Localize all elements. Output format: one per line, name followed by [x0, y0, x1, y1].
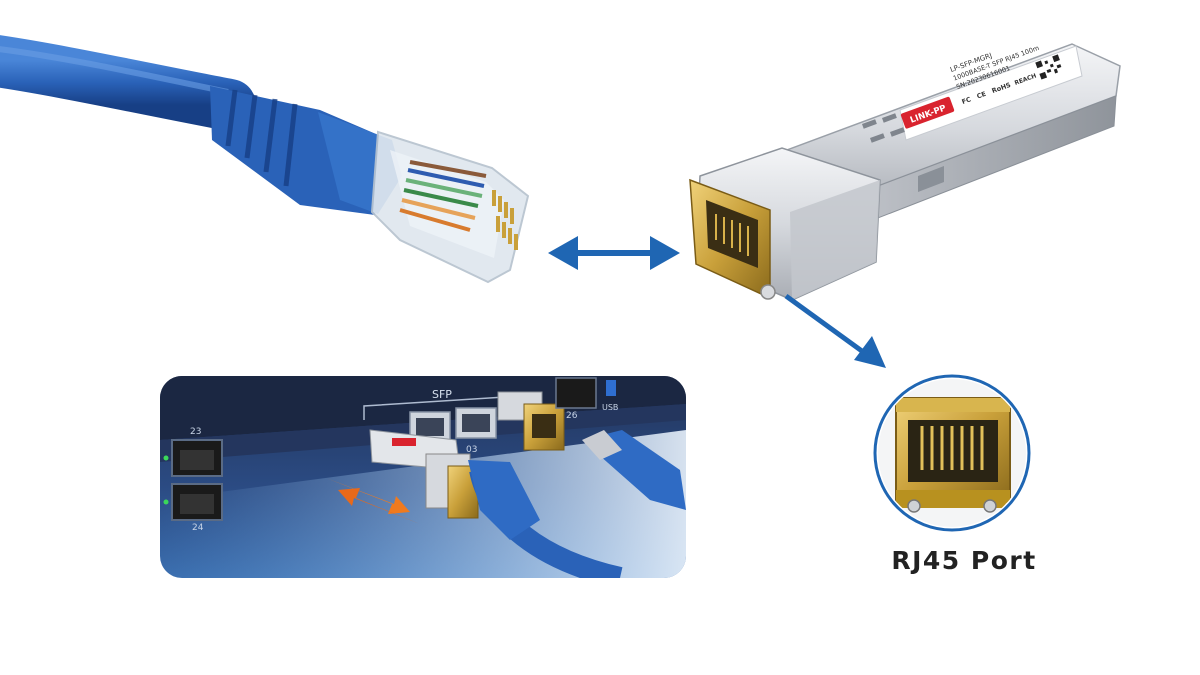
cert-fc: FC	[961, 95, 973, 106]
bidirectional-arrow-icon	[548, 236, 680, 270]
switch-panel-inset: 23 24 SFP 03 26 USB	[160, 376, 686, 578]
qr-code-icon	[1034, 53, 1066, 81]
rj45-port-callout	[873, 374, 1031, 532]
rj45-port-label: RJ45 Port	[891, 546, 1037, 575]
port-23-label: 23	[190, 427, 201, 437]
sfp-rj45-module: LINK-PP LP-SFP-MGRJ 1000BASE-T SFP RJ45 …	[689, 43, 1121, 301]
port-03-label: 03	[466, 445, 477, 455]
pointer-arrow-icon	[784, 293, 886, 368]
sfp-bay-label: SFP	[432, 388, 452, 401]
port-24-label: 24	[192, 523, 204, 533]
ethernet-cable	[0, 35, 530, 284]
cert-ce: CE	[976, 90, 987, 101]
insert-direction-arrow-icon	[326, 478, 420, 524]
port-26-label: 26	[566, 411, 578, 421]
usb-label: USB	[602, 403, 618, 412]
